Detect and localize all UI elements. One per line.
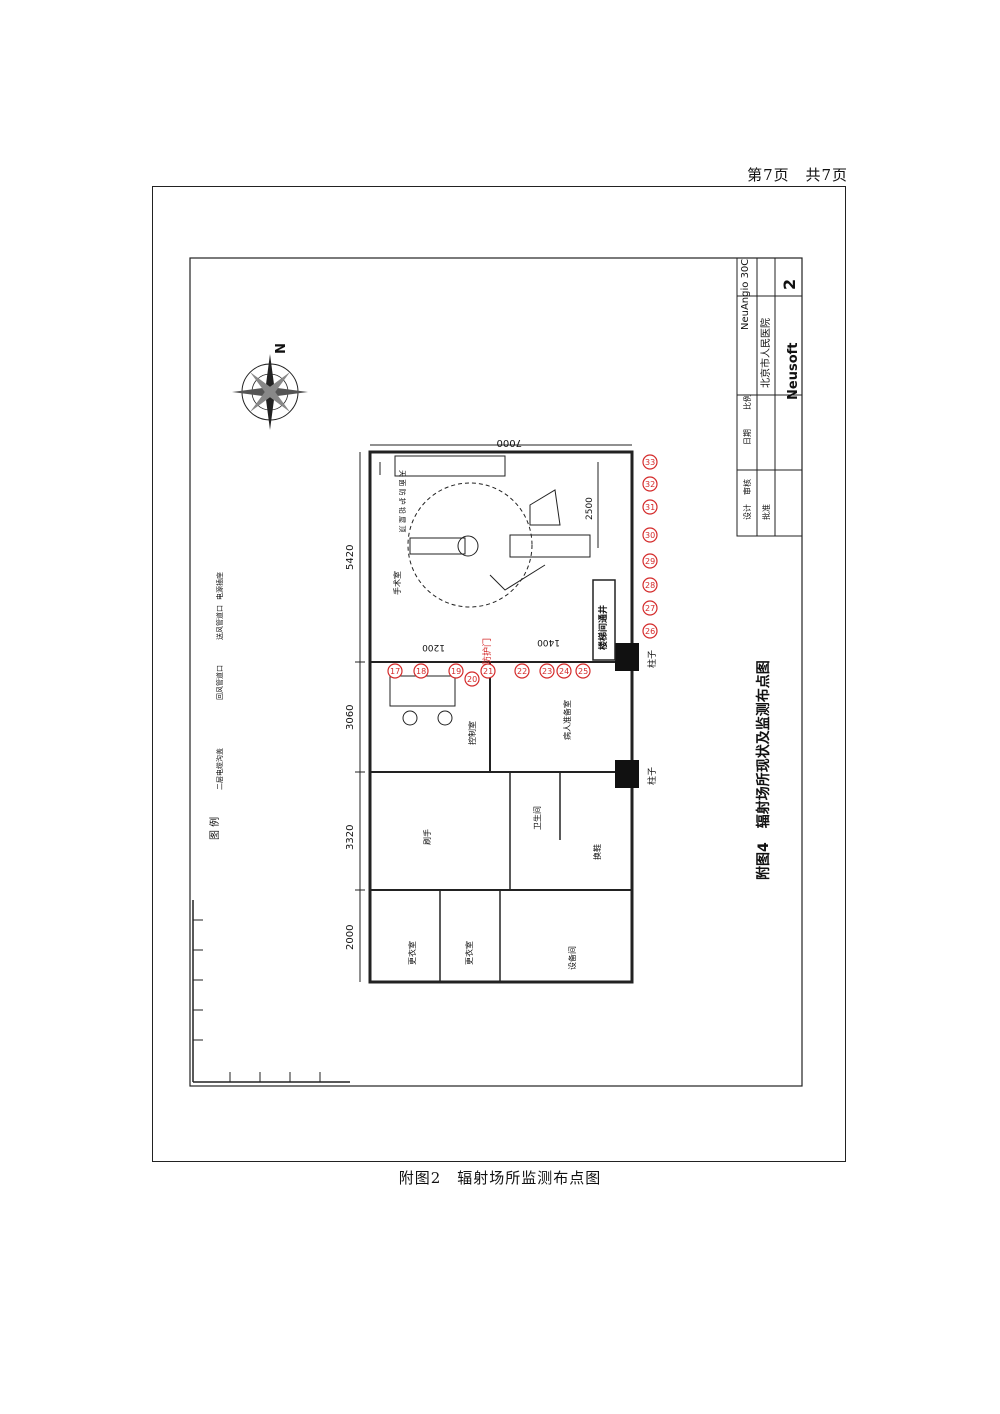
svg-text:22: 22 xyxy=(517,667,527,676)
svg-text:27: 27 xyxy=(645,604,655,613)
scale-bar xyxy=(192,900,350,1083)
title-block-model: NeuAngio 30C xyxy=(740,259,751,330)
dim-wash: 3320 xyxy=(345,825,356,850)
monitoring-point-31: 31 xyxy=(642,499,658,515)
page-total: 共7页 xyxy=(805,166,848,184)
svg-text:18: 18 xyxy=(416,667,426,676)
title-block-row-scale: 比例 xyxy=(742,394,752,410)
legend-item-2: 回风管道口 xyxy=(215,665,224,700)
shaft-box xyxy=(592,579,616,661)
chair-2 xyxy=(437,710,453,726)
page-header: 第7页 共7页 xyxy=(737,164,848,185)
drawing-vertical-title: 附图4 辐射场所现状及监测布点图 xyxy=(755,660,772,880)
title-block-brand-logo: Neusoft xyxy=(786,343,801,401)
svg-text:20: 20 xyxy=(467,675,477,684)
monitoring-point-17: 17 xyxy=(387,663,403,679)
dim-2500: 2500 xyxy=(585,497,595,520)
room-shaft: 楼梯间通井 xyxy=(597,605,609,650)
monitoring-point-29: 29 xyxy=(642,553,658,569)
svg-text:28: 28 xyxy=(645,581,655,590)
svg-text:24: 24 xyxy=(559,667,569,676)
dim-1200: 1200 xyxy=(422,642,445,652)
monitoring-point-23: 23 xyxy=(539,663,555,679)
monitoring-point-32: 32 xyxy=(642,476,658,492)
legend-item-4: 电源插座 xyxy=(215,572,224,600)
pillar-block-1 xyxy=(615,643,639,671)
title-block-project: 北京市人民医院 xyxy=(759,318,772,388)
legend-item-3: 送风管道口 xyxy=(215,605,224,640)
c-arm-equipment xyxy=(407,482,591,608)
monitoring-point-20: 20 xyxy=(464,671,480,687)
monitoring-point-24: 24 xyxy=(556,663,572,679)
room-pillar-2: 柱子 xyxy=(646,767,658,785)
shield-door-label: 防护门 xyxy=(481,638,493,665)
monitoring-point-30: 30 xyxy=(642,527,658,543)
dim-control: 3060 xyxy=(345,705,356,730)
title-block-row-date: 日期 xyxy=(743,429,752,445)
dim-1400: 1400 xyxy=(537,637,560,647)
building-outline xyxy=(368,450,634,984)
title-block-row-design: 设计 xyxy=(742,504,752,520)
monitoring-point-28: 28 xyxy=(642,577,658,593)
page-number: 第7页 xyxy=(747,166,790,184)
svg-text:33: 33 xyxy=(645,458,655,467)
svg-text:32: 32 xyxy=(645,480,655,489)
room-changing-2: 更衣室 xyxy=(464,941,474,965)
monitoring-point-33: 33 xyxy=(642,454,658,470)
dim-width: 7000 xyxy=(497,437,522,448)
chair-1 xyxy=(402,710,418,726)
room-equipment: 设备间 xyxy=(567,946,577,970)
figure-caption: 附图2 辐射场所监测布点图 xyxy=(398,1169,602,1187)
svg-text:19: 19 xyxy=(451,667,461,676)
monitoring-point-18: 18 xyxy=(413,663,429,679)
figure-frame xyxy=(152,186,846,1162)
compass-north-label: N xyxy=(271,343,286,354)
monitoring-point-21: 21 xyxy=(480,663,496,679)
room-pillar-1: 柱子 xyxy=(646,650,658,668)
dim-changing: 2000 xyxy=(345,925,356,950)
svg-text:31: 31 xyxy=(645,503,655,512)
room-control: 控制室 xyxy=(467,721,477,745)
legend: 图 例 二层电缆沟盖 回风管道口 送风管道口 电源插座 xyxy=(208,572,224,840)
room-toilet: 卫生间 xyxy=(532,806,542,830)
monitoring-points: 17 18 19 20 21 22 23 24 25 26 27 28 29 3… xyxy=(387,454,658,687)
monitoring-point-22: 22 xyxy=(514,663,530,679)
dimension-lines xyxy=(355,444,632,982)
svg-text:25: 25 xyxy=(578,667,588,676)
svg-text:21: 21 xyxy=(483,667,493,676)
room-prep: 病人准备室 xyxy=(562,700,572,740)
title-block-row-review: 审核 xyxy=(742,479,752,495)
drawing-sheet-border xyxy=(189,257,803,1087)
legend-item-1: 二层电缆沟盖 xyxy=(215,748,224,790)
svg-text:26: 26 xyxy=(645,627,655,636)
svg-text:29: 29 xyxy=(645,557,655,566)
monitoring-point-19: 19 xyxy=(448,663,464,679)
monitoring-point-27: 27 xyxy=(642,600,658,616)
ceiling-label: 天 面 防 护 铅 屋 顶 xyxy=(398,470,407,532)
monitoring-point-25: 25 xyxy=(575,663,591,679)
compass-rose xyxy=(232,354,308,430)
pillar-block-2 xyxy=(615,760,639,788)
monitoring-point-26: 26 xyxy=(642,623,658,639)
title-block-row-approve: 批准 xyxy=(761,504,771,520)
room-wash: 刷手 xyxy=(422,829,432,845)
room-operating: 手术室 xyxy=(392,571,402,595)
title-block: NeuAngio 30C 北京市人民医院 2 Neusoft 设计 审核 批准 … xyxy=(736,257,803,537)
svg-text:30: 30 xyxy=(645,531,655,540)
title-block-sheet-number: 2 xyxy=(780,279,799,290)
room-changing-1: 更衣室 xyxy=(407,941,417,965)
room-corridor: 换鞋 xyxy=(592,844,602,860)
svg-text:23: 23 xyxy=(542,667,552,676)
legend-title: 图 例 xyxy=(208,817,221,840)
dim-operating: 5420 xyxy=(345,545,356,570)
svg-text:17: 17 xyxy=(390,667,400,676)
control-desk xyxy=(389,675,456,707)
